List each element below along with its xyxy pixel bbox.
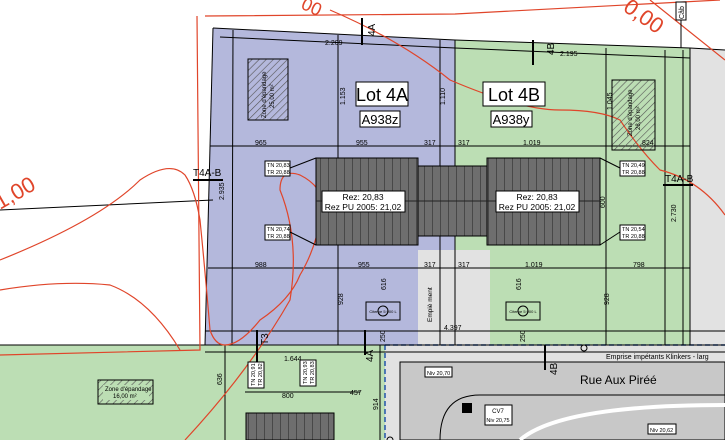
- dim: 914: [373, 398, 380, 410]
- rez-label-4b: Rez: 20,83 Rez PU 2005: 21,02: [495, 190, 580, 213]
- dim: 928: [338, 293, 345, 305]
- dim: 1.644: [284, 356, 302, 363]
- section-4a-bottom: 4A: [365, 349, 376, 362]
- easement-label: Emprise impétants Klinkers - larg: [606, 354, 709, 361]
- dim: 1.110: [440, 88, 447, 105]
- dim: 616: [381, 278, 388, 290]
- dim: 1.045: [607, 92, 614, 110]
- dim: 2.209: [325, 40, 343, 47]
- lot-4a-parcel: A938z: [362, 112, 399, 127]
- contour-label-left: 1,00: [0, 171, 40, 214]
- dim: 317: [424, 262, 436, 269]
- spreading-zone-4a: [247, 58, 289, 121]
- cv-level: Niv 20,75: [486, 418, 509, 424]
- dim: 2.195: [560, 51, 578, 58]
- top-right-mark: Câb: [679, 6, 686, 19]
- bottom-building: [245, 412, 335, 440]
- street-name: Rue Aux Piréé: [580, 373, 657, 387]
- rez-pu-4a: Rez PU 2005: 21,02: [325, 202, 402, 212]
- dim: 1.019: [525, 262, 543, 269]
- dim: 250: [380, 330, 387, 342]
- lot-4a-name: Lot 4A: [356, 85, 408, 105]
- spreading-zone-bottom-area: 16,00 m²: [113, 394, 137, 400]
- level-tn: TN 20,91: [251, 363, 257, 386]
- dim: 928: [604, 293, 611, 305]
- spreading-zone-4b-label: Zone d'épandage: [628, 89, 634, 136]
- level-tn: TN 20,93: [303, 361, 309, 384]
- level-tags: TN 20,83 TR 20,88 TN 20,74 TR 20,88 TN 2…: [264, 157, 646, 246]
- level-niv-2: Niv 20,62: [650, 428, 673, 434]
- section-4b-top: 4B: [546, 42, 557, 55]
- dim: 955: [358, 262, 370, 269]
- cistern-4b[interactable]: Citerne 5 000 L: [505, 301, 541, 321]
- spreading-zone-4a-label: Zone d'épandage: [262, 71, 268, 118]
- dim: 800: [282, 393, 294, 400]
- section-4b-bottom: 4B: [549, 362, 560, 375]
- rez-pu-4b: Rez PU 2005: 21,02: [499, 202, 576, 212]
- dim: 824: [642, 140, 654, 147]
- dim: 250: [520, 330, 527, 342]
- cistern-label: Citerne 5 000 L: [509, 309, 537, 314]
- level-tr: TR 20,88: [267, 234, 290, 240]
- dim: 1.153: [340, 87, 347, 105]
- dim: 2.730: [671, 204, 678, 222]
- lot-4b-label: Lot 4B A938y: [482, 81, 546, 128]
- dim: 798: [633, 262, 645, 269]
- contour-label-top-right: 0,00: [619, 0, 668, 39]
- spreading-zone-4b: [611, 79, 656, 151]
- right-gray-strip: [690, 48, 725, 345]
- manhole-icon: [462, 403, 472, 413]
- spreading-zone-4a-area: 25,00 m²: [270, 84, 276, 108]
- spreading-zone-bottom-label: Zone d'épandage: [105, 387, 152, 393]
- driveway-4a-lower: [390, 268, 418, 345]
- dim: 636: [217, 373, 224, 385]
- section-t4ab-right: T4A-B: [665, 174, 694, 185]
- level-tn: TN 20,49: [622, 163, 645, 169]
- level-tr: TR 20,82: [258, 363, 264, 386]
- section-t3: T3: [260, 333, 271, 345]
- level-tr: TR 20,88: [267, 170, 290, 176]
- level-tr: TR 20,88: [622, 234, 645, 240]
- dim: 317: [458, 140, 470, 147]
- lot-4a-label: Lot 4A A938z: [355, 81, 409, 128]
- rez-4b: Rez: 20,83: [516, 192, 557, 202]
- dim: 1.019: [523, 140, 541, 147]
- rez-label-4a: Rez: 20,83 Rez PU 2005: 21,02: [321, 190, 406, 213]
- level-tn: TN 20,74: [267, 227, 290, 233]
- dimensions: 2.209 2.195 1.153 1.110 1.045 965 955 31…: [217, 40, 678, 410]
- level-tr: TR 20,83: [310, 361, 316, 384]
- dim: 2.935: [219, 182, 226, 200]
- dim: 955: [356, 140, 368, 147]
- dim: 616: [516, 278, 523, 290]
- section-4a-top: 4A: [367, 23, 378, 36]
- driveway-label: Empiè ment: [427, 287, 434, 322]
- rez-4a: Rez: 20,83: [342, 192, 383, 202]
- dim: 457: [350, 390, 362, 397]
- driveway-4a: [418, 250, 490, 345]
- section-t4ab-left: T4A-B: [193, 168, 222, 179]
- cistern-4a[interactable]: Citerne 5 000 L: [365, 301, 401, 321]
- dim: 988: [255, 262, 267, 269]
- cv-label: CV7: [492, 409, 504, 415]
- dim: 965: [255, 140, 267, 147]
- dim: 317: [458, 262, 470, 269]
- level-tn: TN 20,54: [622, 227, 645, 233]
- bottom-level-tags: TN 20,91 TR 20,82 TN 20,93 TR 20,83: [247, 359, 317, 389]
- lot-4b-parcel: A938y: [493, 112, 530, 127]
- dim: 317: [424, 140, 436, 147]
- level-tr: TR 20,88: [622, 170, 645, 176]
- cistern-label: Citerne 5 000 L: [369, 309, 397, 314]
- level-niv-1: Niv 20,70: [427, 371, 450, 377]
- dim: 600: [600, 196, 607, 208]
- contour-label-top-left: 00: [298, 0, 325, 20]
- spreading-zone-4b-area: 28,00 m²: [636, 106, 642, 130]
- lot-4b-name: Lot 4B: [488, 85, 540, 105]
- marker-icon: [580, 344, 588, 352]
- level-tn: TN 20,83: [267, 163, 290, 169]
- road-curve: [439, 394, 725, 440]
- dim: 4.397: [444, 325, 462, 332]
